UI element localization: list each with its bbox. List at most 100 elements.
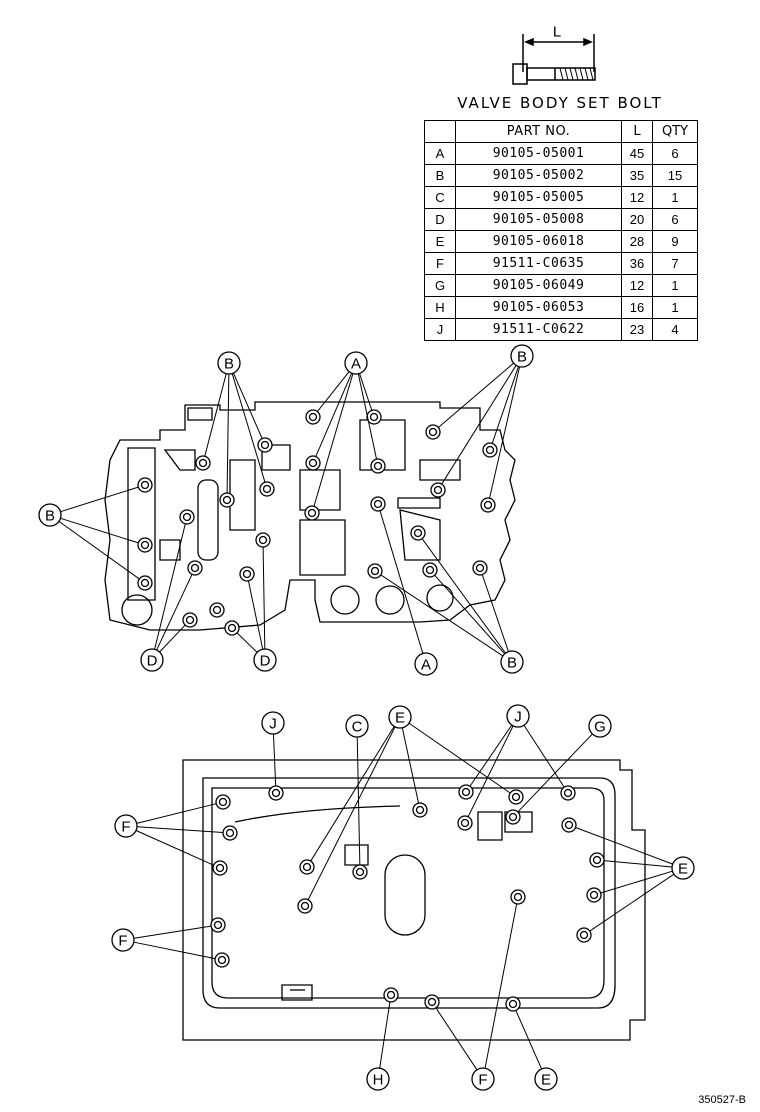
row-letter: C bbox=[424, 186, 456, 209]
bolt-hole-inner bbox=[198, 458, 208, 468]
callout-circle bbox=[506, 704, 530, 728]
row-qty: 1 bbox=[652, 274, 698, 297]
bolt-hole-inner bbox=[140, 480, 150, 490]
callout-circle bbox=[671, 856, 695, 880]
leader-line bbox=[136, 803, 217, 824]
callout-label: B bbox=[507, 655, 517, 672]
row-qty: 7 bbox=[652, 252, 698, 275]
bolt-hole-inner bbox=[307, 508, 317, 518]
leader-line bbox=[313, 373, 354, 507]
lower-bolts bbox=[210, 784, 605, 1012]
row-qty: 15 bbox=[652, 164, 698, 187]
leader-line bbox=[380, 574, 504, 657]
callout-circle bbox=[140, 648, 164, 672]
row-part-no: 90105-06018 bbox=[455, 230, 622, 253]
row-letter: G bbox=[424, 274, 456, 297]
callout-circle bbox=[366, 1067, 390, 1091]
bolt-hole-inner bbox=[579, 930, 589, 940]
bolt-hole-inner bbox=[370, 566, 380, 576]
leader-line bbox=[603, 860, 673, 868]
callout-circle bbox=[510, 344, 534, 368]
leader-line bbox=[204, 373, 227, 457]
callout-circle bbox=[344, 351, 368, 375]
row-length: 20 bbox=[621, 208, 653, 231]
bolt-hole-inner bbox=[212, 605, 222, 615]
leader-line bbox=[408, 722, 511, 794]
leader-line bbox=[316, 371, 350, 412]
row-qty: 1 bbox=[652, 186, 698, 209]
row-letter: D bbox=[424, 208, 456, 231]
leader-line bbox=[135, 830, 214, 866]
callout-label: B bbox=[45, 508, 55, 525]
leader-line bbox=[421, 538, 506, 654]
row-qty: 9 bbox=[652, 230, 698, 253]
callout-circle bbox=[414, 652, 438, 676]
callout-label: G bbox=[594, 719, 606, 736]
row-length: 36 bbox=[621, 252, 653, 275]
leader-line bbox=[523, 724, 565, 788]
bolt-hole-inner bbox=[222, 495, 232, 505]
bolt-hole-inner bbox=[485, 445, 495, 455]
bolt-hole-inner bbox=[260, 440, 270, 450]
callout-label: A bbox=[421, 657, 431, 674]
callout-circle bbox=[388, 705, 412, 729]
leader-line bbox=[575, 827, 673, 865]
leader-line bbox=[247, 580, 264, 650]
leader-line bbox=[359, 373, 373, 411]
bolt-hole-inner bbox=[213, 920, 223, 930]
row-qty: 6 bbox=[652, 208, 698, 231]
leader-line bbox=[226, 373, 230, 494]
bolt-hole-inner bbox=[300, 901, 310, 911]
leader-line bbox=[357, 373, 378, 460]
lower-valve-body bbox=[182, 759, 646, 1041]
leader-lines bbox=[58, 362, 675, 1071]
leader-line bbox=[600, 870, 673, 894]
bolt-hole-inner bbox=[508, 999, 518, 1009]
leader-line bbox=[133, 925, 212, 939]
callout-label: F bbox=[118, 933, 127, 950]
bolt-hole-inner bbox=[508, 812, 518, 822]
leader-line bbox=[484, 903, 518, 1069]
leader-line bbox=[434, 574, 506, 655]
callout-circle bbox=[471, 1067, 495, 1091]
header-part-no: PART NO. bbox=[455, 120, 622, 143]
callout-label: E bbox=[395, 710, 405, 727]
bolt-hole-inner bbox=[140, 540, 150, 550]
bolt-hole-inner bbox=[564, 820, 574, 830]
callout-circle bbox=[114, 814, 138, 838]
bolt-hole-inner bbox=[513, 892, 523, 902]
bolt-hole-inner bbox=[355, 867, 365, 877]
bolt-hole-inner bbox=[190, 563, 200, 573]
callout-label: A bbox=[351, 356, 361, 373]
leader-line bbox=[379, 1001, 391, 1069]
row-letter: H bbox=[424, 296, 456, 319]
row-qty: 6 bbox=[652, 142, 698, 165]
row-part-no: 90105-05005 bbox=[455, 186, 622, 209]
leader-line bbox=[481, 574, 509, 652]
bolt-hole-inner bbox=[369, 412, 379, 422]
bolt-hole-inner bbox=[185, 615, 195, 625]
callout-label: B bbox=[224, 356, 234, 373]
bolt-hole-inner bbox=[563, 788, 573, 798]
row-part-no: 90105-05008 bbox=[455, 208, 622, 231]
bolt-hole-inner bbox=[413, 528, 423, 538]
row-qty: 4 bbox=[652, 318, 698, 341]
row-letter: B bbox=[424, 164, 456, 187]
header-length: L bbox=[621, 120, 653, 143]
bolt-hole-inner bbox=[373, 461, 383, 471]
row-length: 16 bbox=[621, 296, 653, 319]
row-length: 23 bbox=[621, 318, 653, 341]
row-part-no: 91511-C0635 bbox=[455, 252, 622, 275]
leader-line bbox=[310, 726, 395, 862]
leader-line bbox=[154, 523, 186, 650]
bolt-hole-inner bbox=[589, 890, 599, 900]
callout-label: J bbox=[514, 709, 522, 726]
leader-line bbox=[356, 736, 361, 866]
callout-label: C bbox=[352, 719, 363, 736]
row-part-no: 90105-05002 bbox=[455, 164, 622, 187]
leader-line bbox=[60, 517, 139, 544]
